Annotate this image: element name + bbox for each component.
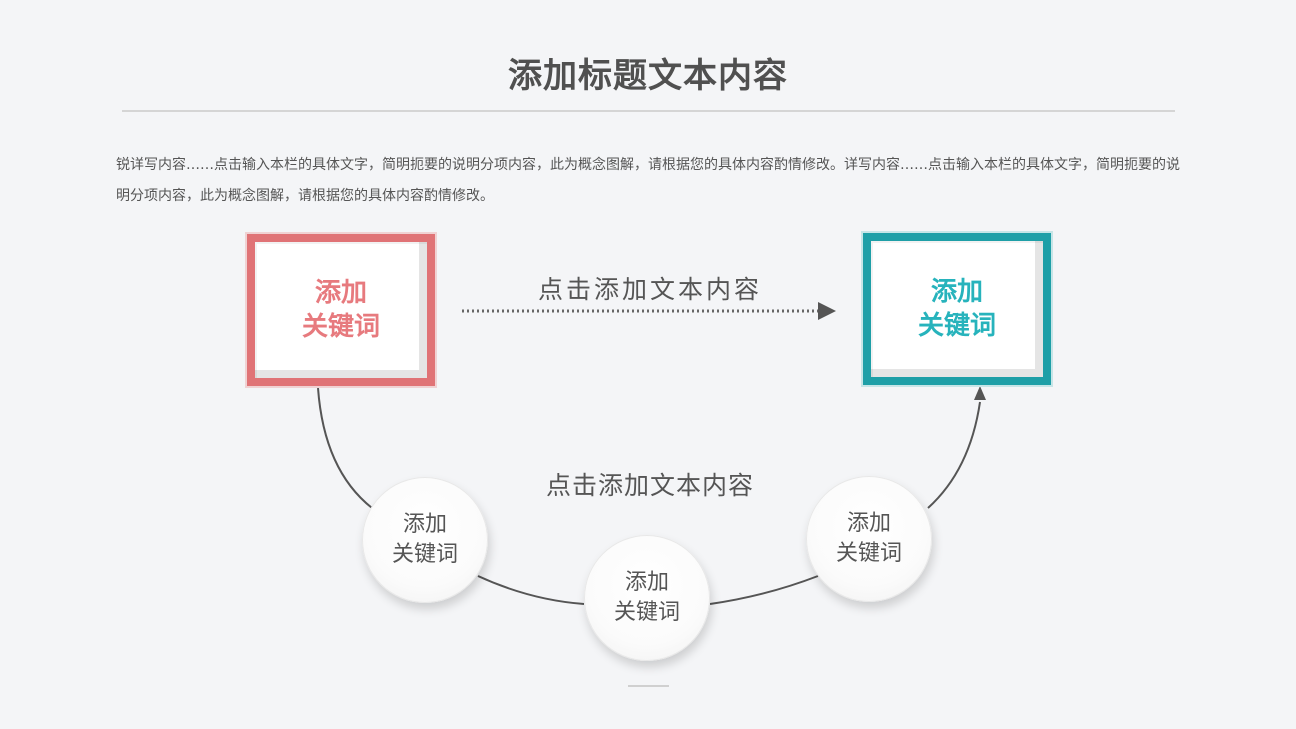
keyword-circle-3: 添加 关键词 — [806, 476, 932, 602]
dotted-arrow-head — [818, 302, 836, 320]
page-title: 添加标题文本内容 — [508, 56, 788, 96]
arrow-label: 点击添加文本内容 — [537, 275, 762, 304]
keyword-circle-1: 添加 关键词 — [362, 477, 488, 603]
keyword-circle-2: 添加 关键词 — [584, 535, 710, 661]
keyword-box-right-face: 添加 关键词 — [871, 241, 1043, 377]
keyword-box-left-line1: 添加 — [314, 278, 367, 308]
keyword-box-left-face: 添加 关键词 — [255, 242, 427, 378]
keyword-circle-3-line2: 关键词 — [835, 541, 902, 566]
arc-bottom-right — [709, 575, 819, 605]
arc-bottom-left — [477, 575, 585, 605]
keyword-circle-3-line1: 添加 — [846, 511, 891, 536]
keyword-circle-2-line2: 关键词 — [613, 600, 680, 625]
keyword-box-left-line2: 关键词 — [301, 312, 380, 342]
arc-right — [927, 401, 981, 509]
bottom-divider — [628, 685, 669, 687]
arc-left — [317, 387, 373, 509]
keyword-box-right: 添加 关键词 — [863, 233, 1051, 385]
keyword-circle-1-line1: 添加 — [402, 512, 447, 537]
keyword-box-right-line2: 关键词 — [917, 311, 996, 341]
keyword-circle-1-line2: 关键词 — [391, 542, 458, 567]
keyword-box-right-line1: 添加 — [930, 277, 983, 307]
arc-right-arrowhead — [974, 386, 986, 400]
description-text: 锐详写内容……点击输入本栏的具体文字，简明扼要的说明分项内容，此为概念图解，请根… — [116, 157, 1180, 204]
center-label: 点击添加文本内容 — [545, 471, 754, 500]
keyword-circle-2-line1: 添加 — [624, 570, 669, 595]
title-divider — [122, 110, 1175, 112]
keyword-box-left: 添加 关键词 — [247, 234, 435, 386]
